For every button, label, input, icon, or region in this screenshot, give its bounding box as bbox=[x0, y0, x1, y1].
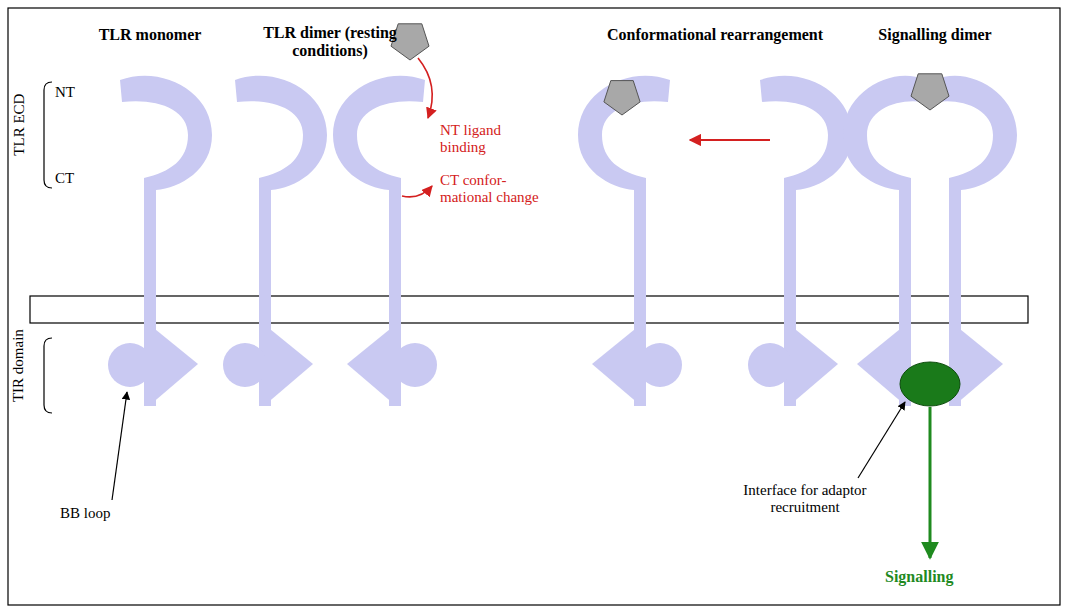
axis-label: TIR domain bbox=[10, 321, 27, 411]
callout-label: BB loop bbox=[60, 505, 160, 522]
tir-arrow bbox=[857, 325, 905, 405]
tir-lobe bbox=[108, 343, 152, 387]
tir-arrow bbox=[592, 325, 640, 405]
signal-arrow bbox=[929, 407, 932, 558]
bracket bbox=[44, 82, 52, 188]
heading: TLR dimer (resting conditions) bbox=[245, 24, 415, 61]
tir-lobe bbox=[638, 343, 682, 387]
signal-label: Signalling bbox=[885, 568, 985, 586]
leader-arrow bbox=[858, 402, 905, 478]
binding-arrow bbox=[418, 58, 432, 118]
tir-lobe bbox=[393, 343, 437, 387]
tir-arrow bbox=[265, 325, 313, 405]
tir-arrow bbox=[790, 325, 838, 405]
step-note: NT ligand binding bbox=[440, 122, 550, 157]
heading: TLR monomer bbox=[70, 26, 230, 44]
tir-lobe bbox=[223, 343, 267, 387]
rearrange-arrow bbox=[690, 139, 770, 141]
adaptor bbox=[900, 362, 960, 406]
bracket bbox=[44, 338, 52, 413]
heading: Conformational rearrangement bbox=[600, 26, 830, 44]
ecd bbox=[578, 76, 670, 190]
tir-arrow bbox=[150, 325, 198, 405]
tir-arrow bbox=[955, 325, 1003, 405]
tir-arrow bbox=[347, 325, 395, 405]
ecd bbox=[333, 76, 425, 190]
ligand bbox=[604, 81, 640, 115]
heading: Signalling dimer bbox=[850, 26, 1020, 44]
membrane bbox=[30, 296, 1028, 323]
callout-label: Interface for adaptor recruitment bbox=[740, 482, 870, 517]
ecd bbox=[120, 76, 212, 190]
receptors bbox=[108, 24, 1017, 406]
frame bbox=[8, 8, 1060, 605]
ecd bbox=[760, 76, 852, 190]
tir-lobe bbox=[748, 343, 792, 387]
ligand bbox=[911, 74, 949, 110]
terminus-label: NT bbox=[55, 84, 95, 101]
step-note: CT confor-mational change bbox=[440, 172, 550, 207]
leader-arrow bbox=[112, 392, 127, 500]
axis-label: TLR ECD bbox=[11, 85, 28, 165]
terminus-label: CT bbox=[55, 170, 95, 187]
ecd bbox=[235, 76, 327, 190]
change-arrow bbox=[402, 186, 432, 197]
